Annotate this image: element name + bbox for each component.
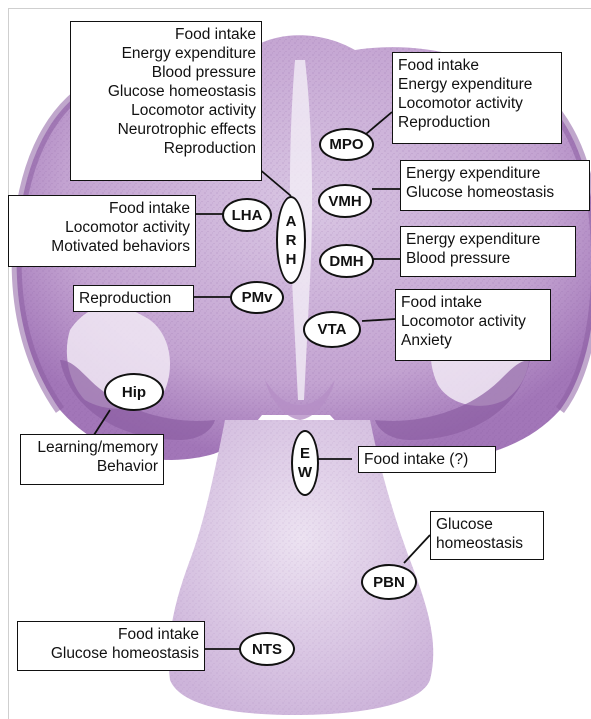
ew-region-label: E W xyxy=(291,430,319,496)
pmv-region-label: PMv xyxy=(230,281,284,314)
arh-letter: H xyxy=(286,250,297,269)
arh-functions-box: Food intake Energy expenditure Blood pre… xyxy=(70,21,262,181)
lha-region-label: LHA xyxy=(222,198,272,232)
pbn-functions-box: Glucose homeostasis xyxy=(430,511,544,560)
hip-region-label: Hip xyxy=(104,373,164,411)
vta-functions-box: Food intake Locomotor activity Anxiety xyxy=(395,289,551,361)
lha-function: Locomotor activity xyxy=(14,218,190,237)
arh-function: Reproduction xyxy=(76,139,256,158)
mpo-function: Locomotor activity xyxy=(398,94,556,113)
hip-function: Behavior xyxy=(26,457,158,476)
arh-function: Blood pressure xyxy=(76,63,256,82)
vta-function: Food intake xyxy=(401,293,545,312)
mpo-function: Food intake xyxy=(398,56,556,75)
dmh-functions-box: Energy expenditure Blood pressure xyxy=(400,226,576,277)
mpo-region-label: MPO xyxy=(319,128,374,161)
arh-function: Locomotor activity xyxy=(76,101,256,120)
pbn-function: homeostasis xyxy=(436,534,538,553)
lha-function: Food intake xyxy=(14,199,190,218)
pmv-functions-box: Reproduction xyxy=(73,285,194,312)
dmh-function: Blood pressure xyxy=(406,249,570,268)
nts-function: Food intake xyxy=(23,625,199,644)
mpo-functions-box: Food intake Energy expenditure Locomotor… xyxy=(392,52,562,144)
pbn-region-label: PBN xyxy=(361,564,417,600)
mpo-function: Reproduction xyxy=(398,113,556,132)
arh-function: Food intake xyxy=(76,25,256,44)
connector-pbn xyxy=(404,535,430,563)
nts-region-label: NTS xyxy=(239,632,295,666)
ew-letter: W xyxy=(298,463,312,482)
arh-function: Energy expenditure xyxy=(76,44,256,63)
vta-function: Locomotor activity xyxy=(401,312,545,331)
vmh-functions-box: Energy expenditure Glucose homeostasis xyxy=(400,160,590,211)
ew-function: Food intake (?) xyxy=(364,450,490,469)
nts-functions-box: Food intake Glucose homeostasis xyxy=(17,621,205,671)
arh-function: Glucose homeostasis xyxy=(76,82,256,101)
ew-functions-box: Food intake (?) xyxy=(358,446,496,473)
nts-function: Glucose homeostasis xyxy=(23,644,199,663)
mpo-function: Energy expenditure xyxy=(398,75,556,94)
hip-functions-box: Learning/memory Behavior xyxy=(20,434,164,485)
arh-region-label: A R H xyxy=(276,196,306,284)
lha-function: Motivated behaviors xyxy=(14,237,190,256)
arh-function: Neurotrophic effects xyxy=(76,120,256,139)
vta-region-label: VTA xyxy=(303,311,361,348)
arh-letter: A xyxy=(286,212,297,231)
dmh-region-label: DMH xyxy=(319,244,374,278)
pbn-function: Glucose xyxy=(436,515,538,534)
vmh-function: Glucose homeostasis xyxy=(406,183,584,202)
ew-letter: E xyxy=(300,444,310,463)
arh-letter: R xyxy=(286,231,297,250)
dmh-function: Energy expenditure xyxy=(406,230,570,249)
lha-functions-box: Food intake Locomotor activity Motivated… xyxy=(8,195,196,267)
vta-function: Anxiety xyxy=(401,331,545,350)
vmh-region-label: VMH xyxy=(318,184,372,218)
hip-function: Learning/memory xyxy=(26,438,158,457)
pmv-function: Reproduction xyxy=(79,289,188,308)
vmh-function: Energy expenditure xyxy=(406,164,584,183)
